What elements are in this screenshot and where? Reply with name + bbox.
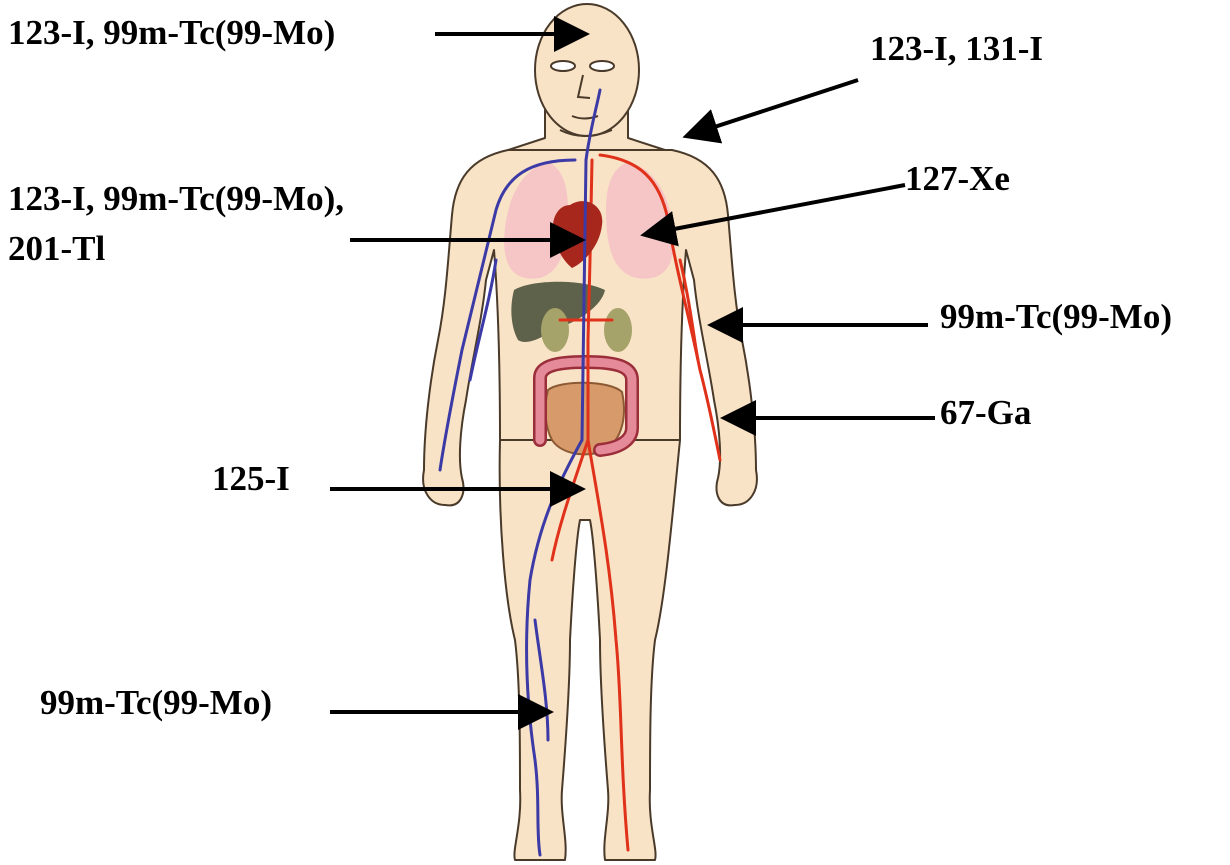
label-thyroid: 123-I, 131-I (870, 28, 1043, 70)
label-leg: 99m-Tc(99-Mo) (40, 682, 272, 724)
label-lungs: 127-Xe (905, 158, 1010, 200)
label-head: 123-I, 99m-Tc(99-Mo) (8, 12, 335, 54)
kidney-left (541, 308, 569, 352)
arrow-thyroid (690, 80, 858, 135)
label-arm: 99m-Tc(99-Mo) (940, 296, 1172, 338)
kidney-right (604, 308, 632, 352)
label-abdomen: 125-I (212, 458, 290, 500)
head (535, 4, 639, 136)
label-heart-line1: 123-I, 99m-Tc(99-Mo), (8, 178, 344, 220)
label-heart-line2: 201-Tl (8, 228, 105, 270)
label-forearm: 67-Ga (940, 392, 1031, 434)
eye-left (551, 61, 575, 71)
eye-right (590, 61, 614, 71)
